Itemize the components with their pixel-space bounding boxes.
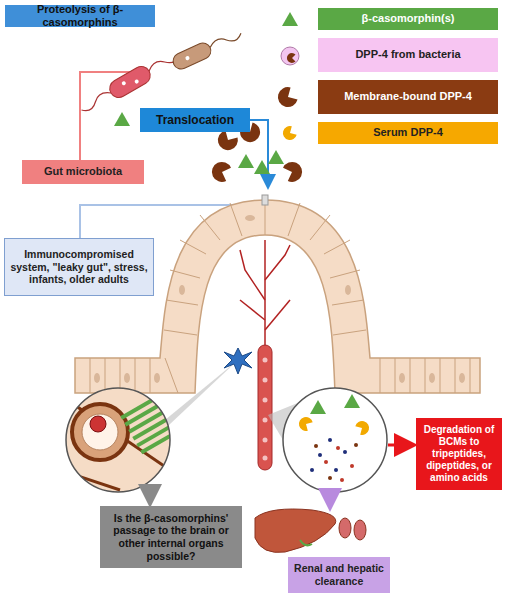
zoom-circle — [66, 388, 170, 492]
legend-triangle — [282, 12, 298, 26]
legend-entry: β-casomorphin(s) — [318, 8, 498, 30]
source-box: Gut microbiota — [22, 160, 144, 184]
title-text: Proteolysis of β-casomorphins — [9, 3, 151, 29]
title-box: Proteolysis of β-casomorphins — [5, 5, 155, 27]
legend-text: DPP-4 from bacteria — [355, 48, 460, 61]
outcome-box: Renal and hepatic clearance — [288, 557, 390, 593]
process-box: Translocation — [140, 108, 250, 132]
bacterium — [170, 26, 244, 72]
gallbladder — [300, 540, 312, 545]
node-text: Immunocompromised system, "leaky gut", s… — [9, 248, 149, 286]
capillary — [258, 345, 272, 470]
kidney — [339, 518, 351, 538]
node-text: Renal and hepatic clearance — [292, 562, 386, 587]
pore — [262, 195, 268, 205]
node-text: Translocation — [156, 113, 234, 127]
node-text: Degradation of BCMs to tripeptides, dipe… — [420, 424, 498, 484]
legend-entry: DPP-4 from bacteria — [318, 38, 498, 72]
legend-serum-dpp4 — [280, 124, 297, 142]
villus-epithelium — [75, 200, 480, 393]
degradation-arrow — [388, 444, 412, 447]
casomorphin-triangle — [114, 112, 130, 126]
kidney — [354, 520, 366, 540]
legend-entry: Membrane-bound DPP-4 — [318, 80, 498, 114]
liver — [255, 509, 336, 552]
zoom-circle — [283, 388, 387, 492]
legend-text: Serum DPP-4 — [373, 126, 443, 139]
dendritic-cell — [224, 348, 252, 374]
condition-box: Immunocompromised system, "leaky gut", s… — [4, 238, 154, 296]
passage-arrow — [149, 490, 152, 502]
tight-junction-zoom — [60, 385, 180, 495]
node-text: Is the β-casomorphins' passage to the br… — [104, 512, 238, 562]
legend-membrane-dpp4 — [274, 85, 299, 111]
clearance-arrow — [329, 493, 332, 506]
zoom-circle-bg — [283, 388, 387, 492]
outcome-box: Degradation of BCMs to tripeptides, dipe… — [416, 418, 502, 490]
blood-cells — [263, 358, 268, 461]
legend-text: Membrane-bound DPP-4 — [344, 90, 472, 103]
node-text: Gut microbiota — [44, 165, 122, 178]
question-box: Is the β-casomorphins' passage to the br… — [100, 506, 242, 568]
legend-entry: Serum DPP-4 — [318, 122, 498, 144]
serum-zoom — [296, 394, 371, 482]
cell-borders — [90, 200, 470, 393]
legend-text: β-casomorphin(s) — [362, 12, 455, 25]
legend-bacteria-dpp4 — [281, 47, 299, 65]
